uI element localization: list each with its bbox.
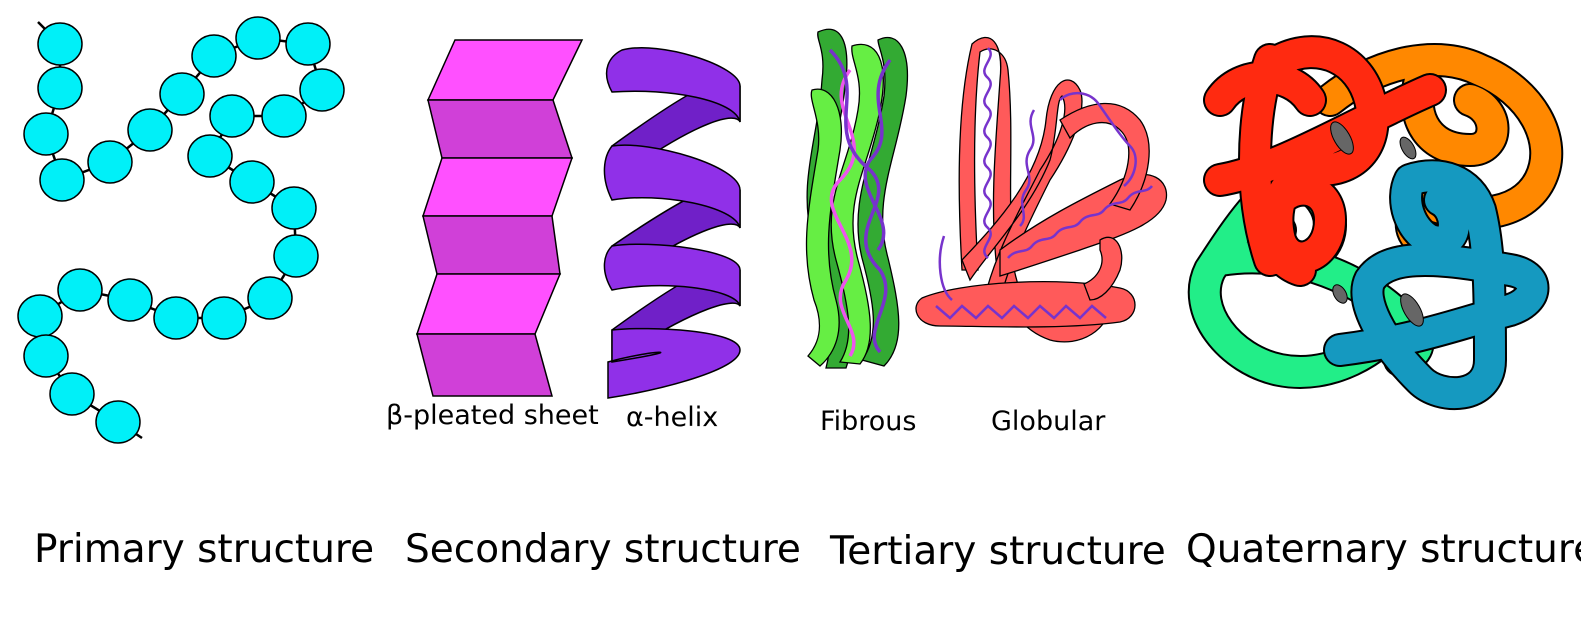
alpha-helix-ribbon bbox=[603, 47, 741, 399]
label-quaternary-structure: Quaternary structure bbox=[1186, 527, 1581, 572]
amino-acid-bead bbox=[37, 66, 83, 110]
amino-acid-bead bbox=[261, 94, 307, 138]
sheet-panel-1 bbox=[426, 39, 584, 101]
globular-coil-5 bbox=[1019, 109, 1036, 227]
fibrous-strand-purple-2 bbox=[863, 58, 892, 252]
amino-acid-bead bbox=[159, 72, 205, 116]
amino-acid-bead bbox=[95, 400, 141, 444]
globular-tube-6 bbox=[1083, 236, 1123, 301]
fibrous-protein bbox=[805, 28, 908, 369]
label-beta-pleated-sheet: β-pleated sheet bbox=[386, 400, 599, 431]
amino-acid-bead bbox=[229, 160, 275, 204]
heme-4 bbox=[1332, 284, 1348, 304]
peptide-backbone bbox=[37, 21, 324, 440]
globular-coil-1 bbox=[983, 47, 992, 259]
heme-1 bbox=[1330, 121, 1354, 155]
amino-acid-bead bbox=[235, 16, 281, 60]
helix-front-3 bbox=[603, 243, 741, 307]
globular-tube-5 bbox=[915, 281, 1136, 328]
heme-3 bbox=[1399, 136, 1417, 160]
fibrous-ribbon-front-2 bbox=[805, 88, 842, 367]
sheet-panel-4 bbox=[422, 215, 561, 275]
fibrous-ribbon-back-2 bbox=[857, 36, 908, 367]
label-globular: Globular bbox=[991, 406, 1106, 437]
globular-strand-end bbox=[938, 235, 953, 301]
amino-acid-bead bbox=[127, 108, 173, 152]
amino-acid-bead bbox=[49, 372, 95, 416]
amino-acid-bead bbox=[87, 140, 133, 184]
primary-structure-chain bbox=[17, 16, 345, 444]
beta-pleated-sheet bbox=[415, 39, 584, 397]
sheet-panel-3 bbox=[421, 157, 574, 217]
amino-acid-bead bbox=[23, 112, 69, 156]
amino-acid-bead bbox=[299, 68, 345, 112]
globular-coil-4 bbox=[1059, 92, 1137, 187]
heme-2 bbox=[1400, 293, 1424, 327]
amino-acid-bead bbox=[201, 296, 247, 340]
label-alpha-helix: α-helix bbox=[626, 402, 719, 433]
quaternary-structure bbox=[1187, 35, 1564, 410]
globular-coil-2 bbox=[1007, 185, 1153, 259]
amino-acid-bead bbox=[107, 278, 153, 322]
subunit-red bbox=[1203, 35, 1447, 287]
amino-acid-bead bbox=[187, 134, 233, 178]
sheet-panel-6 bbox=[416, 333, 553, 397]
amino-acid-bead bbox=[37, 22, 83, 66]
helix-front-4 bbox=[607, 327, 741, 399]
sheet-panel-5 bbox=[415, 273, 562, 335]
sheet-panel-2 bbox=[427, 99, 574, 159]
amino-acid-bead bbox=[39, 158, 85, 202]
amino-acid-bead bbox=[153, 296, 199, 340]
subunit-tube bbox=[1325, 161, 1548, 408]
helix-front-2 bbox=[603, 144, 741, 229]
amino-acid-bead bbox=[57, 268, 103, 312]
label-tertiary-structure: Tertiary structure bbox=[830, 529, 1166, 574]
amino-acid-bead bbox=[17, 294, 63, 338]
amino-acid-beads bbox=[17, 16, 345, 444]
helix-front-1 bbox=[605, 47, 741, 123]
globular-coil-3 bbox=[935, 304, 1107, 320]
amino-acid-bead bbox=[285, 22, 331, 66]
globular-protein bbox=[915, 36, 1168, 343]
amino-acid-bead bbox=[191, 34, 237, 78]
subunit-tube bbox=[1205, 37, 1445, 285]
subunit-blue bbox=[1323, 159, 1550, 410]
label-fibrous: Fibrous bbox=[820, 406, 917, 437]
amino-acid-bead bbox=[247, 276, 293, 320]
label-primary-structure: Primary structure bbox=[34, 527, 375, 572]
amino-acid-bead bbox=[23, 334, 69, 378]
label-secondary-structure: Secondary structure bbox=[405, 527, 801, 572]
amino-acid-bead bbox=[209, 94, 255, 138]
amino-acid-bead bbox=[271, 186, 317, 230]
amino-acid-bead bbox=[273, 234, 319, 278]
